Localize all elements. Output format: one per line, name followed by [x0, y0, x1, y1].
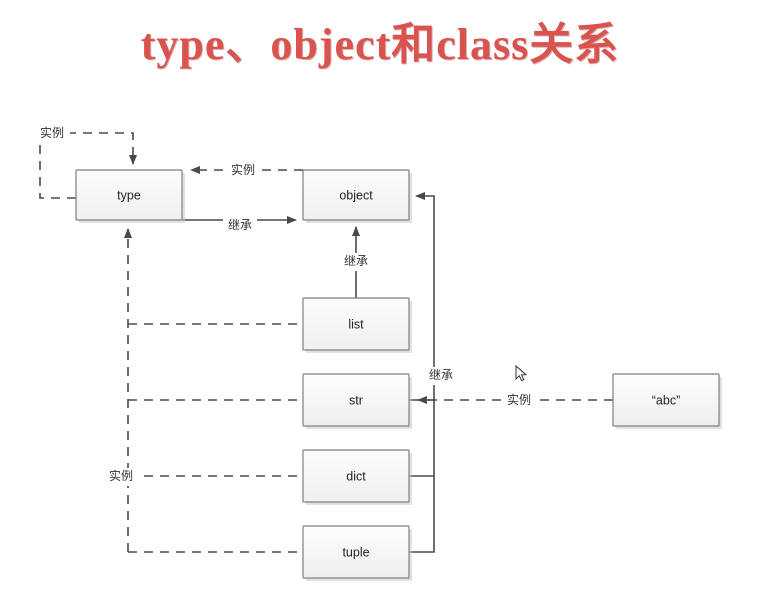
edge-label-subclasses-to-object-inherit: 继承	[429, 368, 453, 382]
edge-type-self-instance: 实例	[36, 124, 137, 199]
edge-label-list-to-object-inherit: 继承	[344, 254, 368, 268]
edge-list-to-object-inherit: 继承	[339, 226, 373, 298]
edge-label-type-self-instance: 实例	[40, 125, 64, 140]
node-label-object: object	[339, 188, 373, 202]
edge-subclasses-to-object-inherit: 继承	[409, 192, 458, 553]
edge-label-type-to-object-inherit: 继承	[228, 218, 252, 232]
mouse-pointer-icon	[515, 364, 528, 382]
node-list[interactable]: list	[302, 297, 412, 353]
node-tuple[interactable]: tuple	[302, 525, 412, 581]
node-abc[interactable]: “abc”	[612, 373, 722, 429]
node-dict[interactable]: dict	[302, 449, 412, 505]
edge-object-to-type-instance: 实例	[190, 161, 303, 179]
node-str[interactable]: str	[302, 373, 412, 429]
edge-subclasses-to-type-instance: 实例	[104, 228, 303, 553]
edge-type-to-object-inherit: 继承	[182, 216, 297, 235]
node-label-dict: dict	[346, 469, 366, 483]
node-object[interactable]: object	[302, 169, 412, 223]
edge-label-abc-to-str-instance: 实例	[507, 392, 531, 407]
node-label-str: str	[349, 393, 363, 407]
edge-label-subclasses-to-type-instance: 实例	[109, 468, 133, 483]
edge-label-object-to-type-instance: 实例	[231, 162, 255, 177]
edge-abc-to-str-instance: 实例	[417, 391, 613, 409]
node-type[interactable]: type	[75, 169, 185, 223]
node-label-abc: “abc”	[652, 393, 680, 407]
node-label-list: list	[348, 317, 364, 331]
node-label-type: type	[117, 188, 141, 202]
node-label-tuple: tuple	[342, 545, 369, 559]
page-title: type、object和class关系	[140, 20, 620, 69]
